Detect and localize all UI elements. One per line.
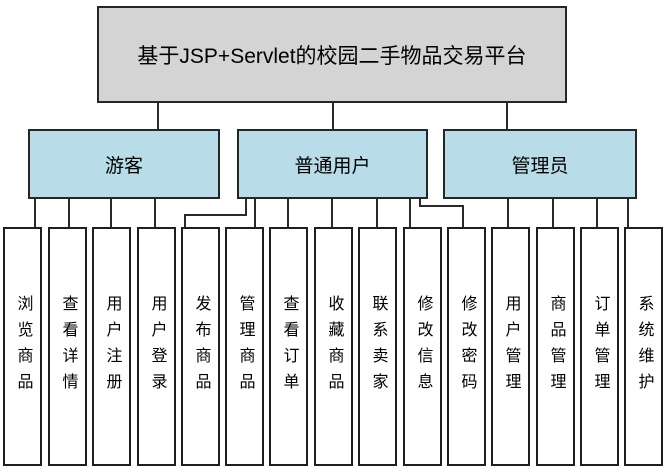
connector-line bbox=[68, 199, 70, 227]
leaf-label: 收藏商品 bbox=[325, 294, 343, 399]
leaf-box-edit-info: 修改信息 bbox=[403, 227, 442, 466]
connector-root-admin bbox=[506, 103, 508, 129]
leaf-label: 查看订单 bbox=[280, 294, 298, 399]
connector-line bbox=[376, 199, 378, 227]
connector-elbow-segment bbox=[184, 214, 186, 227]
connector-line bbox=[34, 199, 36, 227]
connector-elbow-segment bbox=[184, 214, 247, 216]
connector-line bbox=[287, 199, 289, 227]
leaf-box-browse-goods: 浏览商品 bbox=[3, 227, 42, 466]
leaf-box-user-login: 用户登录 bbox=[137, 227, 176, 466]
leaf-label: 修改密码 bbox=[458, 294, 476, 399]
leaf-label: 商品管理 bbox=[547, 294, 565, 399]
leaf-label: 用户注册 bbox=[103, 294, 121, 399]
connector-elbow-segment bbox=[462, 205, 464, 227]
connector-elbow-segment bbox=[419, 205, 464, 207]
role-visitor-label: 游客 bbox=[104, 155, 143, 177]
role-admin-label: 管理员 bbox=[511, 155, 569, 177]
leaf-box-user-register: 用户注册 bbox=[92, 227, 131, 466]
leaf-box-user-management: 用户管理 bbox=[491, 227, 530, 466]
connector-elbow-segment bbox=[245, 199, 247, 216]
leaf-label: 用户登录 bbox=[148, 294, 166, 399]
connector-line bbox=[409, 199, 411, 227]
connector-line bbox=[154, 199, 156, 227]
leaf-box-goods-management: 商品管理 bbox=[536, 227, 575, 466]
connector-root-user bbox=[332, 103, 334, 129]
leaf-label: 订单管理 bbox=[591, 294, 609, 399]
leaf-box-view-details: 查看详情 bbox=[48, 227, 87, 466]
root-box: 基于JSP+Servlet的校园二手物品交易平台 bbox=[97, 6, 567, 103]
root-title: 基于JSP+Servlet的校园二手物品交易平台 bbox=[137, 44, 527, 68]
connector-line bbox=[110, 199, 112, 227]
leaf-label: 系统维护 bbox=[635, 294, 653, 399]
connector-line bbox=[254, 199, 256, 227]
role-box-regular-user: 普通用户 bbox=[237, 129, 428, 199]
leaf-box-view-orders: 查看订单 bbox=[269, 227, 308, 466]
leaf-label: 发布商品 bbox=[192, 294, 210, 399]
leaf-box-contact-seller: 联系卖家 bbox=[358, 227, 397, 466]
role-user-label: 普通用户 bbox=[294, 155, 371, 177]
leaf-box-order-management: 订单管理 bbox=[580, 227, 619, 466]
leaf-label: 联系卖家 bbox=[369, 294, 387, 399]
leaf-box-change-password: 修改密码 bbox=[447, 227, 486, 466]
leaf-label: 用户管理 bbox=[502, 294, 520, 399]
connector-root-visitor bbox=[157, 103, 159, 129]
connector-line bbox=[627, 199, 629, 227]
connector-line bbox=[331, 199, 333, 227]
leaf-label: 管理商品 bbox=[236, 294, 254, 399]
leaf-label: 查看详情 bbox=[59, 294, 77, 399]
leaf-box-system-maintenance: 系统维护 bbox=[624, 227, 663, 466]
leaf-box-publish-goods: 发布商品 bbox=[181, 227, 220, 466]
connector-line bbox=[507, 199, 509, 227]
connector-line bbox=[552, 199, 554, 227]
leaf-label: 修改信息 bbox=[414, 294, 432, 399]
leaf-box-favorite-goods: 收藏商品 bbox=[314, 227, 353, 466]
leaf-label: 浏览商品 bbox=[14, 294, 32, 399]
leaf-box-manage-goods: 管理商品 bbox=[225, 227, 264, 466]
connector-elbow-segment bbox=[419, 199, 421, 207]
role-box-visitor: 游客 bbox=[28, 129, 220, 199]
role-box-admin: 管理员 bbox=[443, 129, 637, 199]
connector-line bbox=[596, 199, 598, 227]
